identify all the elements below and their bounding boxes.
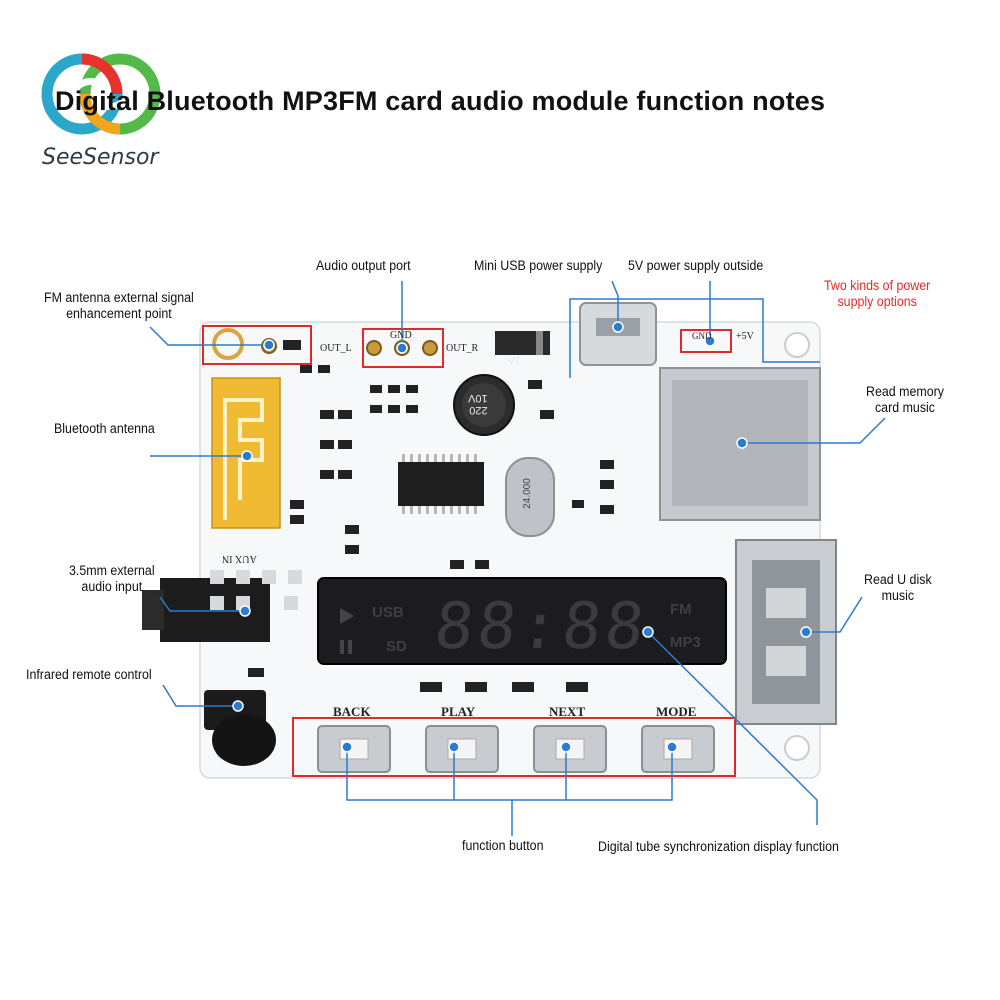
- usb-a-contact: [766, 588, 806, 618]
- audio-output-highlight: [362, 328, 444, 368]
- silk-gnd-power: GND: [692, 331, 712, 341]
- crystal-oscillator: [505, 457, 555, 537]
- main-ic: [398, 462, 484, 506]
- label-aux-input: 3.5mm external audio input: [69, 563, 155, 594]
- mounting-hole: [784, 735, 810, 761]
- callout-dots: [232, 321, 812, 753]
- out-l-pad: [366, 340, 382, 356]
- display-usb: USB: [372, 604, 404, 621]
- ir-dome: [212, 714, 276, 766]
- logo-s-curve: [72, 77, 130, 111]
- label-function-button: function button: [462, 838, 544, 853]
- button-label-next: NEXT: [549, 704, 586, 719]
- display-pause-icon-left: [340, 640, 344, 654]
- button-label-mode: MODE: [656, 704, 697, 719]
- out-r-pad: [422, 340, 438, 356]
- logo-arc-orange: [79, 93, 121, 135]
- silk-out-l: OUT_L: [320, 343, 352, 354]
- mounting-hole: [784, 332, 810, 358]
- label-mini-usb: Mini USB power supply: [474, 258, 603, 273]
- buttons-highlight: [292, 717, 736, 777]
- label-two-kinds: Two kinds of power supply options: [824, 278, 931, 309]
- label-fm-antenna: FM antenna external signal enhancement p…: [44, 290, 194, 321]
- audio-jack-barrel: [142, 590, 164, 630]
- display-sd: SD: [386, 638, 407, 655]
- label-bluetooth-antenna: Bluetooth antenna: [54, 421, 155, 436]
- silk-gnd-audio: GND: [390, 330, 412, 341]
- capacitor-label: 220 10V: [468, 392, 488, 416]
- display-digits: 88:88: [431, 590, 652, 664]
- display-mp3: MP3: [670, 634, 701, 651]
- power-pins-highlight: [680, 329, 732, 353]
- brand-name: SeeSensor: [42, 145, 159, 170]
- callout-lines: [149, 280, 886, 836]
- ic-pins: [402, 454, 477, 514]
- jack-pins: [210, 570, 302, 610]
- label-five-v: 5V power supply outside: [628, 258, 764, 273]
- display-play-icon: [340, 608, 354, 624]
- button-label-back: BACK: [333, 704, 371, 719]
- usb-a-contact: [766, 646, 806, 676]
- smd-components: [248, 365, 614, 692]
- fm-antenna-pad: [212, 328, 244, 360]
- capacitor-top: [462, 383, 506, 427]
- power-options-bracket: [569, 298, 820, 378]
- smd-component: [283, 340, 301, 350]
- silk-aux-in: AUX IN: [222, 553, 257, 564]
- logo-arc-red: [81, 53, 123, 95]
- led-display: [317, 577, 727, 665]
- display-fm: FM: [670, 601, 692, 618]
- crystal-label: 24.000: [521, 478, 533, 509]
- label-read-udisk: Read U disk music: [864, 572, 932, 603]
- diode-band: [536, 331, 543, 355]
- seesensor-logo: [41, 53, 161, 135]
- label-audio-output: Audio output port: [316, 258, 411, 273]
- label-read-memory: Read memory card music: [866, 384, 944, 415]
- label-digital-tube: Digital tube synchronization display fun…: [598, 839, 839, 854]
- display-pause-icon-right: [348, 640, 352, 654]
- page-title: Digital Bluetooth MP3FM card audio modul…: [55, 86, 826, 116]
- silk-out-r: OUT_R: [446, 343, 479, 354]
- button-label-play: PLAY: [441, 704, 476, 719]
- label-infrared: Infrared remote control: [26, 667, 152, 682]
- capacitor-mark: VT: [508, 356, 521, 367]
- silk-plus5v: +5V: [736, 331, 754, 342]
